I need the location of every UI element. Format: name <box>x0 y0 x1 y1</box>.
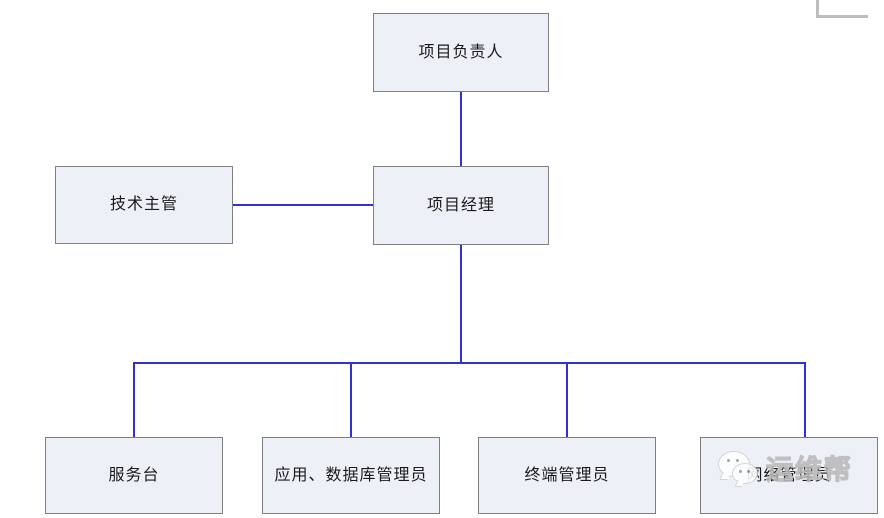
node-project-leader[interactable]: 项目负责人 <box>373 13 549 92</box>
connector-drop-app-db-admin <box>350 362 352 438</box>
connector-distribution-bus <box>133 362 806 364</box>
node-label-project-manager: 项目经理 <box>426 196 495 214</box>
connector-drop-terminal-admin <box>566 362 568 438</box>
connector-manager-stem <box>460 245 462 363</box>
connector-drop-network-admin <box>804 362 806 438</box>
node-label-technical-lead: 技术主管 <box>109 196 178 214</box>
node-label-network-admin: 网络管理员 <box>746 466 832 484</box>
node-label-app-db-admin: 应用、数据库管理员 <box>274 466 428 484</box>
node-label-terminal-admin: 终端管理员 <box>524 466 610 484</box>
connector-technical-lead-to-manager <box>233 204 374 206</box>
node-project-manager[interactable]: 项目经理 <box>373 166 549 245</box>
node-label-project-leader: 项目负责人 <box>418 43 504 61</box>
node-network-admin[interactable]: 网络管理员 <box>700 437 878 514</box>
node-technical-lead[interactable]: 技术主管 <box>55 166 233 244</box>
node-service-desk[interactable]: 服务台 <box>45 437 223 514</box>
connector-leader-to-manager <box>460 92 462 167</box>
node-app-db-admin[interactable]: 应用、数据库管理员 <box>262 437 440 514</box>
node-label-service-desk: 服务台 <box>108 466 160 484</box>
corner-box-fragment <box>816 0 868 18</box>
node-terminal-admin[interactable]: 终端管理员 <box>478 437 656 514</box>
connector-drop-service-desk <box>133 362 135 438</box>
